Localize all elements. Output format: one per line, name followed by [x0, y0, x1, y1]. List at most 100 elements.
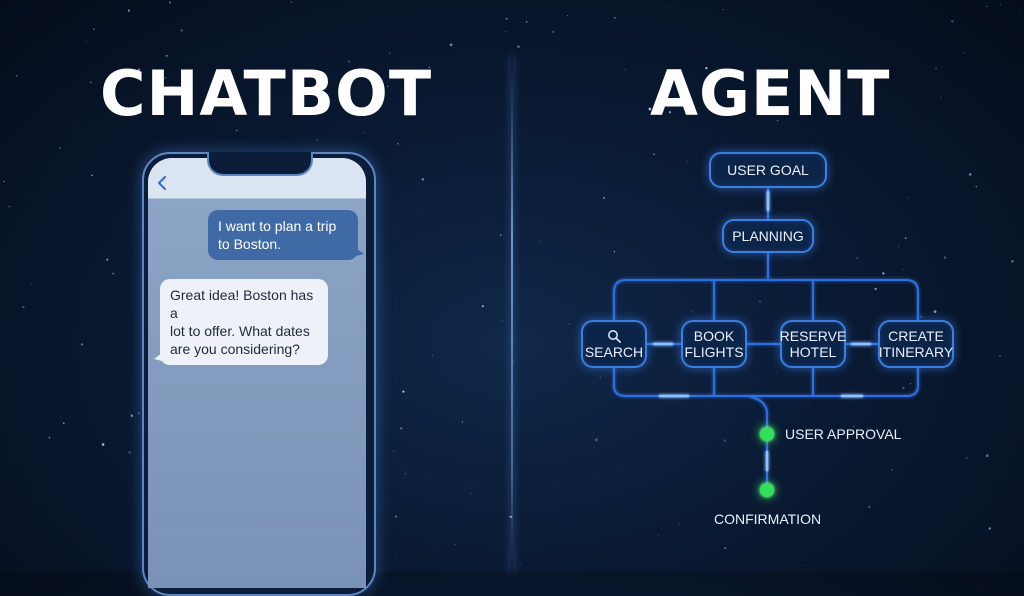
star [759, 76, 761, 78]
star [891, 468, 893, 471]
star [90, 81, 92, 84]
star [818, 434, 821, 437]
star [235, 129, 238, 132]
book-flights-label: BOOK FLIGHTS [684, 328, 744, 360]
star [613, 250, 616, 253]
star [723, 439, 726, 442]
star [943, 256, 947, 259]
star [364, 132, 366, 134]
star [1011, 375, 1013, 377]
star [673, 43, 675, 45]
chatbot-heading: CHATBOT [100, 57, 433, 130]
star [74, 127, 76, 129]
star [986, 5, 988, 8]
connector-bottom-bus [613, 368, 919, 397]
star [137, 68, 141, 72]
star [613, 16, 616, 19]
star [63, 422, 65, 425]
star [290, 1, 293, 3]
flow-lines [613, 188, 919, 483]
star [657, 535, 659, 536]
star [449, 43, 453, 47]
star [804, 564, 806, 566]
star [963, 52, 965, 54]
star [101, 443, 105, 446]
star [599, 376, 602, 379]
star [691, 310, 693, 312]
star [985, 454, 989, 458]
star [400, 427, 403, 430]
star [722, 9, 724, 11]
star [525, 21, 528, 23]
user-approval-label: USER APPROVAL [785, 426, 902, 442]
center-divider [511, 55, 513, 572]
star [93, 28, 95, 30]
star [137, 412, 140, 415]
create-itinerary-node: CREATE ITINERARY [878, 320, 954, 368]
star [648, 107, 652, 111]
star [112, 272, 114, 275]
star [552, 31, 555, 33]
search-node: SEARCH [581, 320, 647, 368]
star [882, 272, 885, 275]
star [724, 547, 727, 550]
star [968, 173, 972, 176]
star [1011, 259, 1014, 263]
star [454, 544, 456, 546]
star [807, 403, 809, 405]
star [909, 383, 912, 385]
star [387, 85, 389, 88]
star [904, 237, 907, 239]
star [1004, 151, 1006, 153]
star [521, 562, 522, 564]
star [668, 111, 672, 114]
phone-notch [207, 152, 313, 176]
star [678, 523, 680, 525]
star [902, 387, 905, 390]
star [428, 66, 431, 69]
star [669, 6, 670, 7]
back-arrow-icon[interactable] [156, 176, 168, 190]
star [1000, 4, 1002, 6]
star [3, 180, 5, 183]
star [595, 438, 598, 442]
star [533, 128, 535, 130]
star [775, 372, 777, 374]
star [461, 421, 464, 423]
star [893, 96, 895, 98]
star [165, 54, 168, 57]
connector-top-bus [613, 279, 919, 320]
star [30, 283, 33, 286]
agent-flow-connectors [613, 188, 919, 483]
star [920, 315, 923, 318]
star [569, 323, 571, 325]
user-goal-node: USER GOAL [709, 152, 827, 188]
bot-message-bubble: Great idea! Boston has a lot to offer. W… [154, 279, 328, 365]
user-goal-label: USER GOAL [727, 162, 809, 178]
star [566, 15, 569, 17]
star [624, 69, 626, 71]
star [127, 9, 131, 12]
star [358, 112, 360, 114]
reserve-hotel-label: RESERVE HOTEL [779, 328, 847, 360]
search-icon [608, 329, 621, 343]
star [130, 414, 134, 418]
star [966, 457, 968, 459]
star [432, 354, 434, 357]
search-label: SEARCH [584, 343, 644, 360]
star [16, 75, 18, 77]
book-flights-node: BOOK FLIGHTS [681, 320, 747, 368]
star [505, 17, 508, 20]
star [164, 76, 167, 80]
star [300, 71, 302, 73]
star [940, 96, 942, 98]
star [404, 473, 406, 475]
star [421, 178, 424, 181]
user-approval-dot [760, 427, 774, 441]
star [988, 527, 991, 530]
star [394, 515, 398, 518]
star [874, 287, 877, 291]
star [168, 1, 171, 4]
star [171, 85, 173, 87]
star [106, 258, 109, 261]
